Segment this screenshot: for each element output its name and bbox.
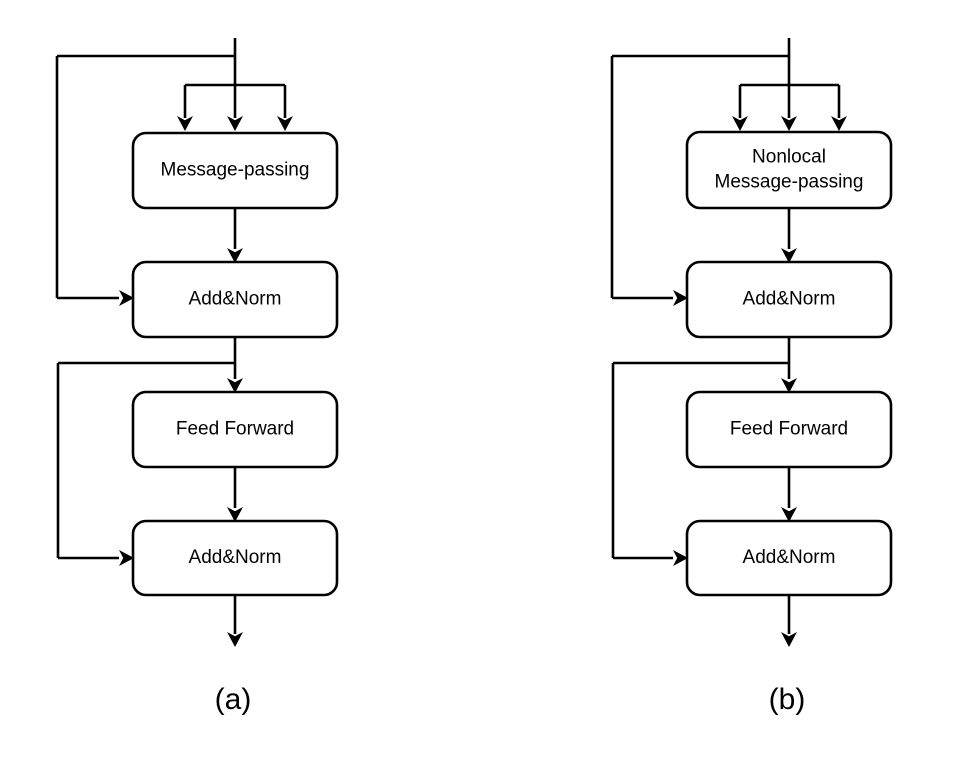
addnorm-to-ff-arrowhead: [227, 378, 243, 393]
block-add-norm[interactable]: Add&Norm: [685, 519, 893, 597]
block-label-line-1: Message-passing: [161, 160, 310, 181]
residual2-arrowhead: [673, 550, 688, 566]
block-label-line-1: Feed Forward: [176, 419, 294, 440]
fanout-arrowhead-3: [831, 116, 847, 131]
block-outline: [131, 131, 339, 210]
edges: [610, 38, 847, 647]
block-outline: [131, 260, 339, 339]
ff-to-addnorm-arrowhead: [227, 507, 243, 522]
block-label-line-1: Add&Norm: [189, 547, 282, 568]
mp-to-addnorm-arrowhead: [227, 248, 243, 263]
block-outline: [131, 519, 339, 597]
block-label-line-1: Add&Norm: [189, 289, 282, 310]
output-arrowhead: [227, 632, 243, 647]
residual2-arrowhead: [119, 550, 134, 566]
block-add-norm[interactable]: Add&Norm: [131, 260, 339, 339]
block-add-norm[interactable]: Add&Norm: [685, 260, 893, 339]
fanout-arrowhead-1: [732, 116, 748, 131]
block-label-line-1: Feed Forward: [730, 419, 848, 440]
block-add-norm[interactable]: Add&Norm: [131, 519, 339, 597]
block-label-line-1: Nonlocal: [752, 147, 826, 168]
block-feed-forward[interactable]: Feed Forward: [685, 390, 893, 469]
block-label-line-1: Add&Norm: [743, 547, 836, 568]
block-outline: [685, 130, 893, 210]
ff-to-addnorm-arrowhead: [781, 507, 797, 522]
block-outline: [685, 260, 893, 339]
block-outline: [685, 390, 893, 469]
fanout-arrowhead-2: [227, 116, 243, 131]
block-outline: [131, 390, 339, 469]
fanout-arrowhead-2: [781, 116, 797, 131]
addnorm-to-ff-arrowhead: [781, 378, 797, 393]
panel-caption: (b): [769, 683, 806, 716]
block-outline: [685, 519, 893, 597]
edges: [55, 38, 293, 647]
mp-to-addnorm-arrowhead: [781, 248, 797, 263]
block-feed-forward[interactable]: Feed Forward: [131, 390, 339, 469]
output-arrowhead: [781, 632, 797, 647]
block-message-passing[interactable]: Message-passing: [131, 131, 339, 210]
fanout-arrowhead-3: [277, 116, 293, 131]
residual1-arrowhead: [119, 290, 134, 306]
block-label-line-1: Add&Norm: [743, 289, 836, 310]
fanout-arrowhead-1: [177, 116, 193, 131]
residual1-arrowhead: [673, 290, 688, 306]
block-label-line-2: Message-passing: [715, 172, 864, 193]
panel-caption: (a): [215, 683, 252, 716]
